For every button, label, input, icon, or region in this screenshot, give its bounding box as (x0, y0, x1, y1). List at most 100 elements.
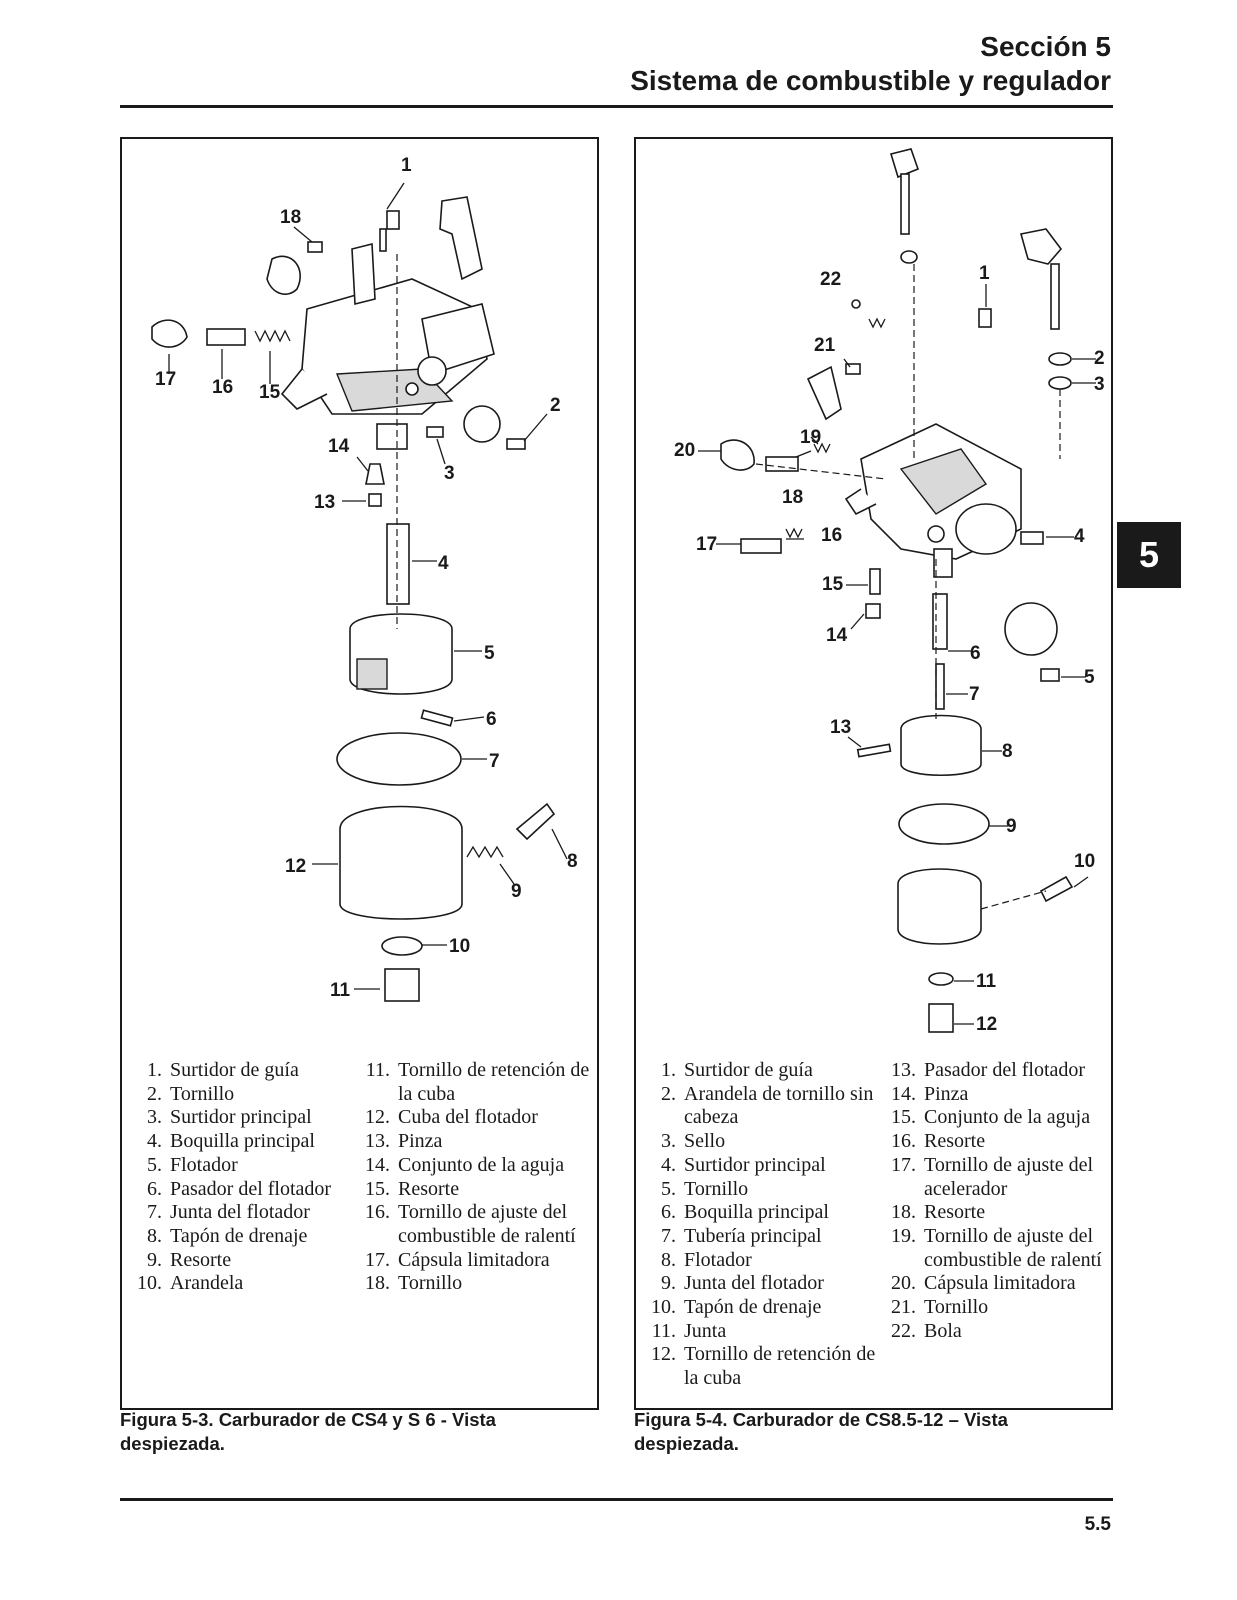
legend-item: 19.Tornillo de ajuste del combustible de… (891, 1224, 1102, 1271)
seal-illustration (900, 250, 918, 264)
throttle-shaft-illustration (900, 173, 910, 235)
callout-14: 14 (328, 436, 350, 457)
throttle-plate-illustration (266, 255, 301, 295)
float-pin-illustration (420, 709, 454, 727)
callout-1: 1 (979, 263, 990, 284)
callout-11: 11 (330, 980, 351, 1001)
legend-item: 2.Arandela de tornillo sin cabeza (661, 1082, 874, 1129)
main-nozzle-illustration (386, 523, 410, 605)
callout-15: 15 (259, 382, 281, 403)
screw-21-illustration (845, 363, 861, 375)
float-gasket-illustration (898, 803, 990, 845)
callout-16: 16 (821, 525, 842, 546)
legend-item: 14.Pinza (891, 1082, 969, 1105)
main-nozzle-illustration (932, 593, 948, 650)
choke-lever-illustration (1019, 228, 1063, 265)
callout-3: 3 (1094, 374, 1105, 395)
callout-9: 9 (511, 881, 522, 902)
bowl-screw-illustration (928, 1003, 954, 1033)
legend-item: 15.Resorte (365, 1177, 460, 1200)
limiter-cap-illustration (151, 319, 188, 348)
callout-9: 9 (1006, 816, 1017, 837)
legend-item: 8.Flotador (661, 1248, 752, 1271)
figure-5-3-panel: 1 2 3 4 5 6 7 8 9 10 11 12 13 14 15 16 1… (120, 137, 599, 1410)
legend-item: 13.Pinza (365, 1130, 443, 1153)
float-bowl-illustration (897, 868, 982, 945)
spring-16-illustration (785, 527, 803, 539)
legend-item: 4.Boquilla principal (147, 1130, 315, 1153)
main-jet-illustration (1020, 531, 1044, 545)
washer-illustration (381, 936, 423, 956)
ball-illustration (851, 299, 861, 309)
throttle-screw-illustration (740, 538, 782, 554)
carburetor-body-illustration (280, 196, 495, 450)
section-heading: Sección 5 (980, 31, 1111, 62)
callout-5: 5 (1084, 667, 1095, 688)
legend-item: 4.Surtidor principal (661, 1153, 826, 1176)
carburetor-cs8-diagram: 1 2 3 4 5 6 7 8 9 10 11 12 13 14 15 16 1… (674, 148, 1105, 1035)
clip-illustration (368, 493, 382, 507)
callout-18: 18 (782, 487, 803, 508)
callout-7: 7 (969, 684, 980, 705)
needle-illustration (365, 463, 385, 485)
diaphragm-illustration (463, 405, 501, 443)
callout-19: 19 (800, 427, 821, 448)
callout-22: 22 (820, 269, 841, 290)
jet-3-illustration (426, 426, 444, 438)
drain-plug-illustration (1039, 875, 1074, 903)
spring-9-illustration (466, 845, 504, 859)
figure-5-3-caption: Figura 5-3. Carburador de CS4 y S 6 - Vi… (120, 1409, 496, 1454)
float-hinge-illustration (356, 658, 388, 690)
figure-5-3-legend-col1: 1.Surtidor de guía 2.Tornillo 3.Surtidor… (122, 1059, 350, 1296)
callout-10: 10 (1074, 851, 1095, 872)
legend-item: 10.Arandela (137, 1272, 244, 1295)
callout-5: 5 (484, 643, 495, 664)
legend-item: 1.Surtidor de guía (147, 1059, 299, 1081)
figure-5-4-legend-col1: 1.Surtidor de guía 2.Arandela de tornill… (636, 1059, 882, 1391)
washer-2-illustration (1048, 352, 1072, 366)
needle-illustration (869, 568, 881, 595)
legend-item: 15.Conjunto de la aguja (891, 1106, 1091, 1129)
figure-5-3-legend-col2: 11.Tornillo de retención de la cuba 12.C… (350, 1059, 594, 1296)
callout-6: 6 (486, 709, 497, 730)
clip-illustration (865, 603, 881, 619)
section-tab: 5 (1117, 522, 1181, 588)
legend-item: 20.Cápsula limitadora (891, 1272, 1076, 1295)
screw-18-illustration (307, 241, 323, 253)
callout-4: 4 (1074, 526, 1085, 547)
legend-item: 18.Tornillo (365, 1272, 463, 1295)
spring-15-illustration (254, 329, 291, 343)
legend-item: 17.Cápsula limitadora (365, 1248, 550, 1271)
legend-item: 5.Tornillo (661, 1177, 749, 1200)
callout-8: 8 (1002, 741, 1013, 762)
callout-21: 21 (814, 335, 836, 356)
callout-3: 3 (444, 463, 455, 484)
main-tube-illustration (935, 663, 945, 710)
legend-item: 11.Junta (651, 1319, 727, 1342)
footer-rule (120, 1498, 1113, 1501)
callout-8: 8 (567, 851, 578, 872)
callout-12: 12 (976, 1014, 997, 1035)
drain-plug-illustration (515, 802, 556, 841)
float-pin-illustration (856, 743, 892, 758)
legend-item: 3.Sello (661, 1130, 726, 1153)
callout-14: 14 (826, 625, 848, 646)
throttle-lever-illustration (889, 148, 920, 179)
callout-2: 2 (1094, 348, 1105, 369)
legend-item: 12.Tornillo de retención de la cuba (651, 1343, 876, 1390)
callout-1: 1 (401, 155, 412, 176)
screw-5-illustration (1040, 668, 1060, 682)
callout-10: 10 (449, 936, 470, 957)
diaphragm-illustration (1004, 602, 1058, 656)
callout-6: 6 (970, 643, 981, 664)
choke-shaft-illustration (1050, 263, 1060, 330)
legend-item: 14.Conjunto de la aguja (365, 1153, 565, 1176)
spring-18-illustration (813, 442, 831, 454)
callout-7: 7 (489, 751, 500, 772)
idle-screw-illustration (206, 328, 246, 346)
callout-17: 17 (155, 369, 176, 390)
figure-5-4-legend-col2: 13.Pasador del flotador 14.Pinza 15.Conj… (876, 1059, 1112, 1343)
legend-item: 5.Flotador (147, 1153, 238, 1176)
legend-item: 2.Tornillo (147, 1082, 235, 1105)
float-bowl-illustration (339, 805, 463, 920)
